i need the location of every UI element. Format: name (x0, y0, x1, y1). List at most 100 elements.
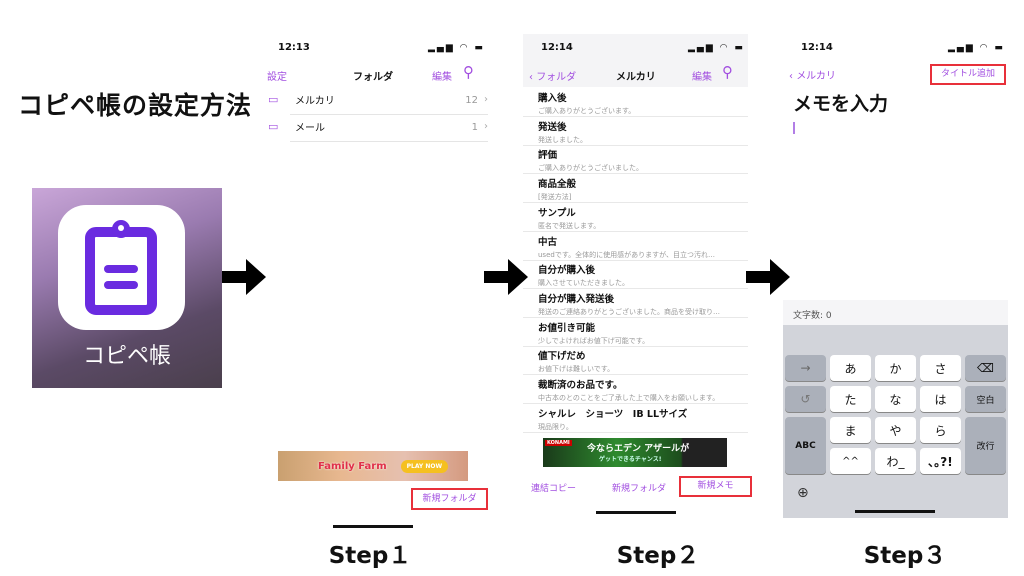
key-wa[interactable]: わ_ (875, 448, 916, 474)
back-button[interactable]: ‹ メルカリ (789, 67, 836, 82)
ad-banner[interactable]: Family Farm PLAY NOW (278, 451, 468, 481)
ad-banner[interactable]: KONAMI 今ならエデン アザールが ゲットできるチャンス! (543, 438, 727, 467)
chevron-left-icon: ‹ (529, 72, 537, 83)
home-indicator (333, 525, 413, 528)
memo-item[interactable]: シャルレ ショーツ IB LLサイズ現品限り。 (523, 404, 748, 433)
new-folder-button[interactable]: 新規フォルダ (612, 484, 667, 494)
memo-title: 商品全般 (538, 179, 577, 191)
memo-snippet: 現品限り。 (538, 422, 573, 431)
text-cursor[interactable] (793, 122, 795, 134)
home-indicator (596, 511, 676, 514)
key-ra[interactable]: ら (920, 417, 961, 443)
edit-button[interactable]: 編集 (432, 72, 452, 83)
step-label: Step３ (863, 543, 947, 569)
chevron-left-icon: ‹ (789, 71, 797, 82)
memo-snippet: ご購入ありがとうございます。 (538, 107, 636, 115)
memo-snippet: 中古本のとのことをご了承した上で購入をお願いします。 (538, 394, 720, 402)
ad-line2: ゲットできるチャンス! (599, 456, 662, 463)
search-icon[interactable]: ⚲ (463, 63, 474, 81)
globe-icon[interactable]: ⊕ (797, 485, 809, 501)
key-arrow[interactable]: → (785, 355, 826, 381)
folder-icon: ▭ (268, 120, 279, 133)
memo-snippet: [発送方法] (538, 193, 572, 202)
memo-item[interactable]: お値引き可能少しでよければお値下げ可能です。 (523, 318, 748, 347)
folder-count: 1 (471, 122, 478, 133)
memo-title: 購入後 (538, 93, 567, 104)
add-title-button[interactable]: タイトル追加 (930, 64, 1006, 85)
abc-key[interactable]: ABC (785, 417, 826, 474)
memo-item[interactable]: 値下げだめお値下げは難しいです。 (523, 346, 748, 376)
back-button[interactable]: ‹ フォルダ (529, 68, 576, 83)
back-label: フォルダ (536, 72, 577, 83)
status-icons: ▂▄▆ ◠ ▬ (688, 43, 745, 53)
folder-count: 12 (465, 95, 478, 106)
nav-title: メルカリ (616, 72, 656, 83)
folder-list: ▭ メルカリ 12 › ▭ メール 1 › (268, 88, 488, 142)
new-memo-button[interactable]: 新規メモ (679, 476, 752, 497)
edit-button[interactable]: 編集 (692, 72, 712, 83)
memo-snippet: 発送しました。 (538, 135, 587, 144)
status-time: 12:14 (801, 42, 833, 53)
status-icons: ▂▄▆ ◠ ▬ (428, 43, 485, 53)
settings-button[interactable]: 設定 (267, 72, 287, 83)
memo-item[interactable]: 自分が購入発送後発送のご連絡ありがとうございました。商品を受け取り… (523, 289, 748, 318)
app-icon-image: コピペ帳 (32, 188, 222, 388)
memo-snippet: 少しでよければお値下げ可能です。 (538, 336, 650, 345)
folder-row[interactable]: ▭ メルカリ 12 › (268, 88, 488, 115)
key-ma[interactable]: ま (830, 417, 871, 443)
memo-title: 発送後 (538, 121, 567, 133)
folder-row[interactable]: ▭ メール 1 › (268, 115, 488, 142)
memo-snippet: ご購入ありがとうございました。 (538, 164, 643, 173)
ad-cta[interactable]: PLAY NOW (400, 459, 449, 473)
memo-item[interactable]: 購入後ご購入ありがとうございます。 (523, 88, 748, 117)
memo-item[interactable]: 裁断済のお品です。中古本のとのことをご了承した上で購入をお願いします。 (523, 375, 748, 404)
arrow-right-icon (746, 259, 790, 295)
key-na[interactable]: な (875, 386, 916, 412)
key-ha[interactable]: は (920, 386, 961, 412)
nav-bar (523, 34, 748, 87)
arrow-right-icon (222, 259, 266, 295)
memo-item[interactable]: 発送後発送しました。 (523, 117, 748, 146)
memo-title: 中古 (538, 236, 558, 248)
key-ya[interactable]: や (875, 417, 916, 443)
app-label: コピペ帳 (82, 344, 171, 369)
key-ta[interactable]: た (830, 386, 871, 412)
clipboard-icon (58, 205, 185, 330)
space-key[interactable]: 空白 (965, 386, 1006, 412)
key-undo[interactable]: ↺ (785, 386, 826, 412)
memo-title: シャルレ ショーツ IB LLサイズ (538, 408, 688, 420)
memo-snippet: お値下げは難しいです。 (538, 365, 615, 374)
status-time: 12:13 (278, 42, 310, 53)
nav-title: フォルダ (353, 72, 393, 83)
memo-title: 評価 (538, 150, 558, 162)
status-icons: ▂▄▆ ◠ ▬ (948, 43, 1005, 53)
memo-snippet: 発送のご連絡ありがとうございました。商品を受け取り… (538, 307, 720, 316)
key-punct[interactable]: ､｡?! (920, 448, 961, 474)
enter-key[interactable]: 改行 (965, 417, 1006, 474)
memo-item[interactable]: 商品全般 [発送方法] (523, 174, 748, 204)
memo-snippet: 購入させていただきました。 (538, 279, 629, 288)
search-icon[interactable]: ⚲ (722, 63, 733, 81)
ad-brand: KONAMI (545, 440, 572, 446)
status-time: 12:14 (541, 42, 573, 53)
memo-item[interactable]: 自分が購入後購入させていただきました。 (523, 260, 748, 290)
memo-title: サンプル (538, 207, 576, 219)
new-folder-button[interactable]: 新規フォルダ (411, 488, 488, 510)
concat-copy-button[interactable]: 連結コピー (531, 484, 577, 494)
memo-item[interactable]: サンプル匿名で発送します。 (523, 203, 748, 232)
step-label: Step２ (616, 543, 700, 569)
folder-icon: ▭ (268, 93, 279, 106)
folder-name: メール (295, 123, 325, 134)
ad-title: Family Farm (318, 460, 387, 472)
key-ka[interactable]: か (875, 355, 916, 381)
home-indicator (855, 510, 935, 513)
key-a[interactable]: あ (830, 355, 871, 381)
key-sa[interactable]: さ (920, 355, 961, 381)
delete-key[interactable]: ⌫ (965, 355, 1006, 381)
memo-item[interactable]: 評価ご購入ありがとうございました。 (523, 145, 748, 175)
chevron-right-icon: › (484, 94, 488, 105)
memo-title: 裁断済のお品です。 (538, 380, 623, 391)
key-kaomoji[interactable]: ^^ (830, 448, 871, 474)
memo-title: 自分が購入後 (538, 265, 596, 277)
